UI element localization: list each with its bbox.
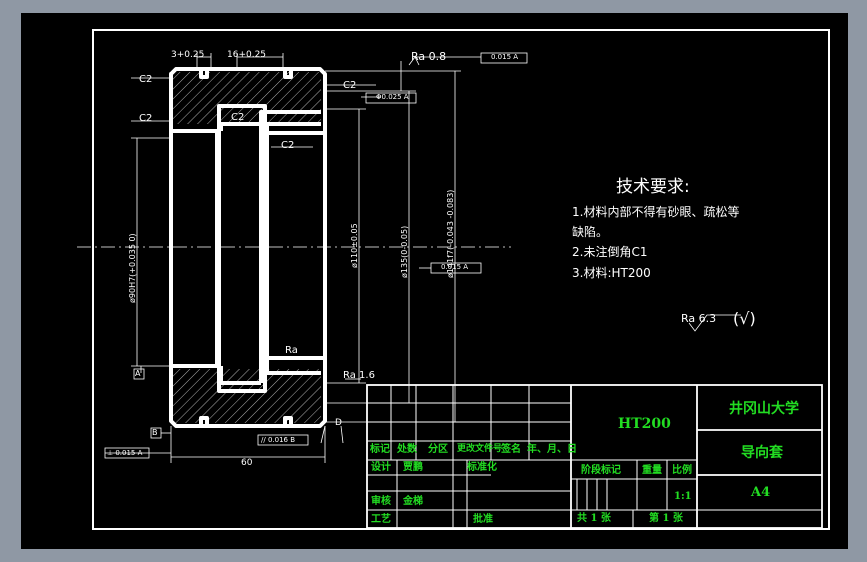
tech-req-line-1: 1.材料内部不得有砂眼、疏松等 (572, 205, 740, 219)
dim-135: ø135(0-0.05) (400, 225, 409, 278)
fcf-flatness: ⊥ 0.015 A (107, 449, 143, 457)
part-outline (169, 67, 327, 428)
datum-b: B (152, 428, 158, 437)
chamfer-c2-a: C2 (139, 74, 153, 85)
tb-process: 工艺 (371, 514, 391, 525)
tb-approve: 批准 (473, 514, 493, 525)
tb-stage: 阶段标记 (581, 465, 621, 476)
tb-sign: 签名 (501, 444, 521, 455)
tech-req-line-3: 2.未注倒角C1 (572, 245, 648, 259)
roughness-top: Ra 0.8 (411, 50, 447, 63)
tb-standard: 标准化 (467, 462, 497, 473)
tech-req-line-2: 缺陷。 (572, 225, 609, 239)
tb-zone: 分区 (428, 444, 448, 455)
chamfer-c2-c: C2 (343, 80, 357, 91)
datum-a: A (135, 369, 141, 378)
tb-checker: 金梯 (403, 496, 423, 507)
chamfer-c2-b: C2 (139, 113, 153, 124)
drawing-canvas (77, 29, 830, 530)
drawing-border (92, 29, 830, 530)
chamfer-c2-e: C2 (281, 140, 295, 151)
tb-mark: 标记 (370, 444, 390, 455)
tb-check: 审核 (371, 496, 391, 507)
dimension-lines (77, 53, 741, 463)
roughness-bottom: Ra 1.6 (343, 370, 375, 381)
fcf-center: 0.015 A (441, 263, 469, 271)
fcf-parallel: // 0.016 B (261, 436, 296, 444)
roughness-mid: Ra (285, 345, 298, 356)
material-cell: HT200 (618, 416, 671, 432)
tb-designer: 贾鹏 (403, 462, 423, 473)
tb-design: 设计 (371, 462, 391, 473)
dim-141: ø141f7(-0.043 -0.083) (446, 189, 455, 278)
university-cell: 井冈山大学 (729, 401, 799, 417)
section-hatch (169, 72, 321, 423)
fcf-mid: Φ0.025 A (376, 93, 409, 101)
width-dim: 60 (241, 458, 253, 468)
tech-req-line-4: 3.材料:HT200 (572, 266, 651, 280)
tb-doc: 更改文件号 (457, 444, 503, 454)
groove-width-dim: 3+0.25 (171, 50, 205, 60)
size-cell: A4 (751, 485, 771, 500)
tech-req-title: 技术要求: (616, 177, 690, 197)
tolerance-frames (104, 52, 528, 459)
tb-count: 处数 (397, 444, 417, 455)
general-roughness: Ra 6.3 (681, 312, 717, 325)
tb-sheet: 第 1 张 (649, 513, 683, 524)
tb-scale: 1:1 (674, 491, 692, 502)
cad-viewport[interactable]: 3+0.25 16+0.25 Ra 0.8 0.015 A C2 C2 C2 C… (21, 13, 848, 549)
fcf-top: 0.015 A (491, 53, 519, 61)
tb-date: 年、月、日 (527, 444, 577, 455)
tb-scale-label: 比例 (672, 465, 692, 476)
d-label: D (335, 418, 342, 428)
dim-110: ø110±0.05 (350, 223, 359, 268)
groove-gap-dim: 16+0.25 (227, 50, 267, 60)
tb-weight: 重量 (642, 465, 662, 476)
tb-sheets: 共 1 张 (577, 513, 611, 524)
part-name-cell: 导向套 (741, 445, 783, 461)
dim-90: ø90H7(+0.035 0) (128, 233, 137, 303)
title-block-grid (366, 384, 823, 529)
general-roughness-paren: (√) (733, 309, 756, 328)
chamfer-c2-d: C2 (231, 112, 245, 123)
